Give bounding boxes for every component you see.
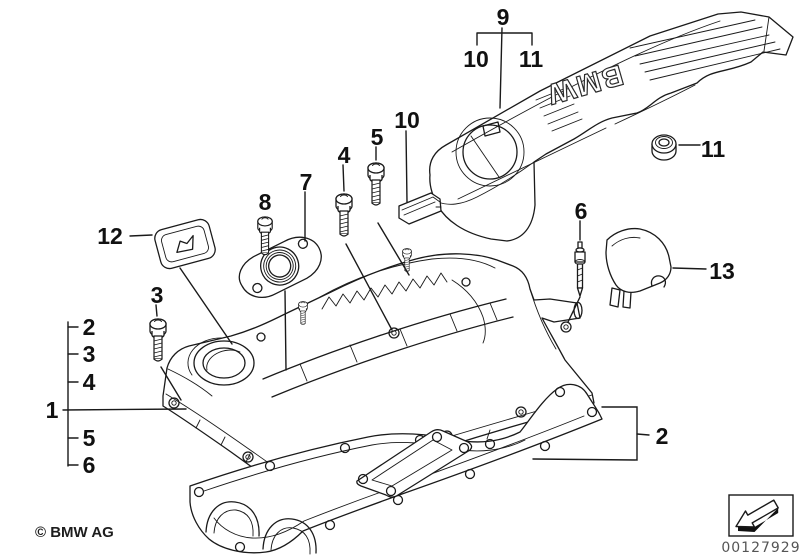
bracket-drawing	[605, 227, 672, 309]
bolt-4-drawing	[335, 193, 353, 237]
callout-2-right[interactable]: 2	[656, 423, 669, 449]
sealing-strip-drawing	[398, 192, 442, 225]
callout-5[interactable]: 5	[371, 124, 384, 150]
gasket-upper-drawing	[356, 429, 473, 498]
callout-11-top[interactable]: 11	[519, 46, 544, 72]
stamp-arrow-icon	[735, 499, 779, 532]
callout-7[interactable]: 7	[300, 169, 313, 195]
callout-3[interactable]: 3	[151, 282, 164, 308]
copyright-text: © BMW AG	[35, 524, 114, 541]
leader-lines	[62, 27, 707, 467]
callout-11-right[interactable]: 11	[701, 136, 726, 162]
gasket-lower-holes	[193, 386, 598, 553]
oil-can-icon	[176, 234, 194, 254]
callout-8[interactable]: 8	[259, 189, 272, 215]
grommet-drawing	[651, 134, 677, 161]
bolt-3-drawing	[149, 318, 167, 362]
gasket-upper-holes	[357, 431, 470, 497]
engine-cover-ribs	[535, 19, 781, 132]
callout-stack-3[interactable]: 3	[83, 341, 96, 367]
callout-stack-2[interactable]: 2	[83, 314, 96, 340]
callout-9[interactable]: 9	[497, 4, 510, 30]
image-number: 00127929	[721, 540, 799, 556]
callout-stack-5[interactable]: 5	[83, 425, 96, 451]
callout-12[interactable]: 12	[97, 223, 123, 249]
callout-1[interactable]: 1	[46, 397, 59, 423]
change-stamp: 00127929	[721, 494, 799, 556]
callout-stack-6[interactable]: 6	[83, 452, 96, 478]
callout-4[interactable]: 4	[338, 142, 351, 168]
callout-13[interactable]: 13	[709, 258, 735, 284]
stud-6-drawing	[574, 241, 586, 297]
flange-drawing	[238, 236, 322, 298]
bolt-5-drawing	[367, 162, 385, 206]
callout-10-top[interactable]: 10	[463, 46, 489, 72]
oil-cap-drawing	[154, 218, 216, 270]
callout-stack-4[interactable]: 4	[83, 369, 96, 395]
callout-10-mid[interactable]: 10	[394, 107, 420, 133]
callout-6[interactable]: 6	[575, 198, 588, 224]
